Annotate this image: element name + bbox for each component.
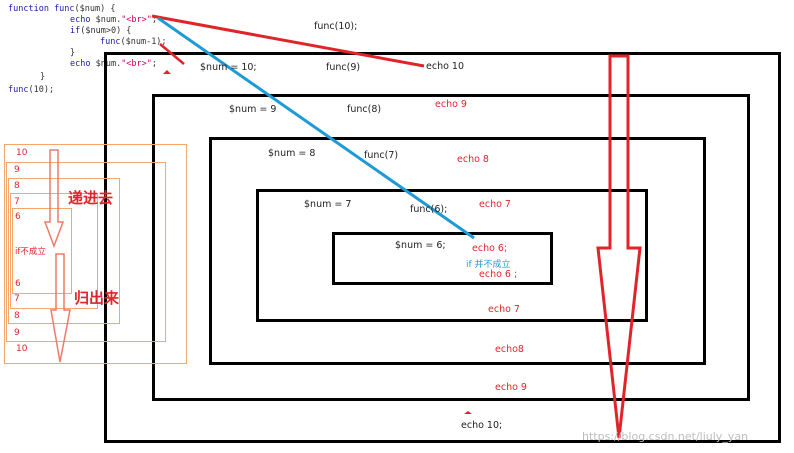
code-token: ;	[151, 59, 158, 69]
num-label-8: $num = 8	[268, 148, 316, 159]
stack-label-6-bottom: 6	[15, 279, 21, 289]
code-token: }	[40, 72, 46, 82]
stack-label-8-top: 8	[14, 181, 20, 191]
echo-up-6: echo 6 ;	[479, 269, 518, 280]
echo-up-7: echo 7	[488, 304, 520, 315]
red-line-short	[159, 43, 185, 65]
stack-label-10-bottom: 10	[16, 344, 28, 354]
code-line: echo $num."<br>";	[70, 59, 157, 69]
code-token: ($num-1);	[120, 37, 167, 47]
code-token: func	[54, 4, 75, 14]
recurse-in-label: 递进去	[68, 189, 114, 207]
return-out-arrow	[50, 253, 71, 363]
call-label-6: func(6);	[410, 204, 448, 215]
echo-down-6: echo 6;	[472, 243, 508, 254]
watermark: https://blog.csdn.net/liuly_yan	[582, 430, 749, 443]
echo-down-8: echo 8	[457, 154, 489, 165]
red-line-echo10	[151, 14, 425, 68]
call-label-10: func(10);	[314, 21, 358, 32]
echo-up-8: echo8	[495, 344, 524, 355]
code-token: if	[70, 26, 81, 36]
stack-label-7-bottom: 7	[14, 294, 20, 304]
code-token: $num.	[95, 15, 122, 25]
code-token: func	[8, 85, 29, 95]
code-token: (10);	[28, 85, 55, 95]
code-line: if($num>0) {	[70, 26, 131, 36]
stack-label-9-top: 9	[14, 165, 20, 175]
num-label-9: $num = 9	[229, 104, 277, 115]
stack-label-if-false: if不成立	[15, 247, 46, 257]
if-false-note: if 并不成立	[466, 260, 511, 270]
num-label-10: $num = 10;	[200, 62, 257, 73]
stack-label-7-top: 7	[14, 197, 20, 207]
frame-func-10	[104, 52, 781, 443]
code-line: echo $num."<br>";	[70, 15, 157, 25]
frame-func-9	[152, 94, 750, 401]
code-token: func	[100, 37, 121, 47]
code-token: }	[70, 48, 76, 58]
echo-down-10: echo 10	[426, 61, 465, 72]
recurse-in-arrow	[43, 149, 65, 249]
stack-box-6	[12, 208, 72, 294]
code-token: "<br>"	[121, 15, 152, 25]
call-label-8: func(8)	[347, 104, 382, 115]
code-line: }	[40, 72, 45, 82]
code-token: echo	[70, 15, 96, 25]
code-token: function	[8, 4, 55, 14]
frame-func-7	[256, 189, 648, 322]
tick-mark-top	[163, 70, 171, 74]
stack-box-7	[10, 193, 98, 309]
code-token: ;	[151, 15, 158, 25]
code-token: ($num>0) {	[80, 26, 132, 36]
call-label-9: func(9)	[326, 62, 361, 73]
tick-mark-bottom	[464, 411, 472, 414]
code-line: function func($num) {	[8, 4, 116, 14]
echo-down-9: echo 9	[435, 99, 467, 110]
num-label-6: $num = 6;	[395, 240, 446, 251]
code-line: func(10);	[8, 85, 54, 95]
stack-box-8	[8, 178, 120, 324]
stack-box-9	[6, 162, 166, 342]
echo-down-7: echo 7	[479, 199, 511, 210]
stack-label-9-bottom: 9	[14, 328, 20, 338]
call-label-7: func(7)	[364, 150, 399, 161]
blue-line-trace	[157, 16, 475, 240]
frame-func-8	[209, 137, 706, 365]
big-down-arrow	[596, 54, 642, 439]
code-token: "<br>"	[121, 59, 152, 69]
stack-label-10-top: 10	[16, 148, 28, 158]
code-line: func($num-1);	[100, 37, 167, 47]
stack-label-6-top: 6	[15, 212, 21, 222]
stack-box-10	[4, 144, 187, 364]
num-label-7: $num = 7	[304, 199, 352, 210]
return-out-label: 归出来	[74, 289, 120, 307]
code-token: echo	[70, 59, 96, 69]
echo-up-10: echo 10;	[461, 420, 503, 431]
stack-label-8-bottom: 8	[14, 311, 20, 321]
frame-func-6	[332, 232, 553, 285]
echo-up-9: echo 9	[495, 382, 527, 393]
code-token: $num.	[95, 59, 122, 69]
code-token: ($num) {	[74, 4, 116, 14]
code-line: }	[70, 48, 75, 58]
